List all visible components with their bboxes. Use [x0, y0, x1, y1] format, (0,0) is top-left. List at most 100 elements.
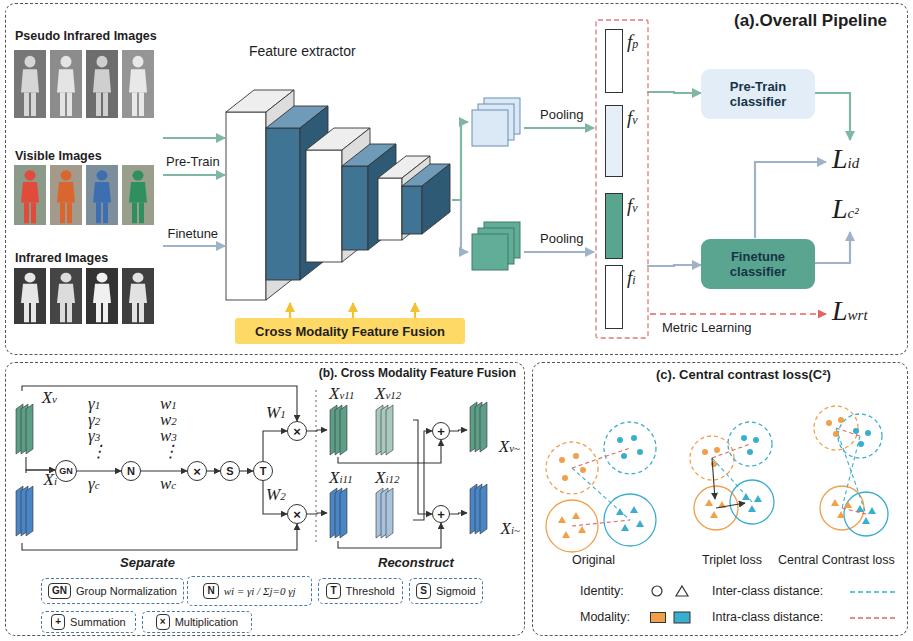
person-figure — [129, 170, 147, 223]
node-text: S — [416, 583, 431, 599]
image-tile — [14, 165, 46, 225]
image-tile — [122, 165, 154, 225]
person-figure — [129, 56, 147, 116]
image-group: Visible Images — [13, 147, 163, 229]
node-text: Feature extractor — [249, 43, 356, 59]
operator-circle: × — [287, 421, 307, 441]
sample-dot — [853, 428, 859, 434]
feature-stack-node: Xv~ — [467, 393, 521, 459]
sample-dot — [562, 475, 568, 481]
node-text: (b). Cross Modality Feature Fusion — [319, 366, 516, 380]
sample-dot — [747, 449, 753, 455]
pull-arrow — [716, 503, 745, 508]
legend-item: Identity: — [580, 584, 646, 598]
sample-dot — [573, 453, 579, 459]
feature-vector-bar — [605, 193, 623, 259]
feature-vector: fv — [603, 105, 647, 177]
node-text: Summation — [70, 616, 126, 628]
connector — [207, 470, 220, 471]
feature-vector: fp — [603, 29, 647, 93]
node-text: fi — [627, 267, 636, 289]
text-label: W1 — [266, 406, 286, 421]
node-text: GN — [48, 583, 71, 599]
feature-map — [472, 110, 508, 146]
connector — [338, 523, 441, 548]
legend-item: Inter-class distance: — [712, 584, 823, 598]
text-label: Lwrt — [832, 296, 868, 330]
feature-stack — [16, 486, 33, 536]
distance-line — [836, 428, 866, 514]
person-figure — [21, 56, 39, 116]
edge-label: Pre-Train — [164, 154, 222, 169]
feature-vector: fi — [603, 265, 647, 329]
symbol-key: T Threshold — [318, 578, 403, 604]
sample-dot — [702, 449, 708, 455]
image-tile — [50, 165, 82, 225]
node-text: + — [437, 425, 445, 438]
node-text: Visible Images — [15, 149, 102, 163]
text-label: γ2 — [88, 413, 100, 428]
legend-text: Modality: — [580, 610, 646, 624]
node-text: fp — [627, 31, 638, 53]
metric-arrow — [650, 313, 826, 315]
image-tile — [14, 268, 46, 324]
image-tile — [86, 165, 118, 225]
feature-stack-node: Xi11 — [327, 471, 367, 541]
sample-triangle — [748, 505, 756, 512]
sample-triangle — [754, 495, 762, 502]
image-tile — [122, 268, 154, 324]
connector — [26, 457, 55, 470]
sample-triangle — [856, 505, 864, 512]
text-label: Metric Learning — [662, 320, 752, 335]
divider — [316, 390, 317, 545]
text-label: Triplet loss — [702, 553, 762, 567]
operator-circle: + — [432, 505, 450, 523]
legend-item: Intra-class distance: — [712, 610, 823, 624]
text-label: Reconstruct — [378, 555, 454, 570]
node-text: T — [260, 466, 267, 477]
feature-stack — [330, 488, 347, 538]
text-label: Lid — [832, 144, 859, 178]
node-text: Xi11 — [329, 471, 353, 486]
text-label: w3 — [160, 429, 177, 444]
layer-front — [402, 186, 422, 234]
node-text: × — [293, 425, 301, 438]
node-text: fv — [627, 107, 638, 129]
pull-arrow — [712, 458, 715, 499]
connector — [413, 420, 432, 514]
sample-triangle — [578, 526, 586, 533]
feature-stack — [470, 402, 487, 452]
node-text: Threshold — [346, 585, 395, 597]
sample-triangle — [705, 499, 713, 506]
legend-text: Intra-class distance: — [712, 610, 823, 624]
operator-circle: + — [432, 422, 450, 440]
node-text: T — [326, 583, 340, 599]
connector — [240, 470, 253, 471]
person-figure — [129, 273, 147, 322]
node-text: × — [293, 508, 301, 521]
connector — [338, 440, 441, 463]
layer-front — [306, 150, 342, 262]
pooling-arrow — [524, 251, 594, 253]
feature-stack-node: Xi — [15, 473, 59, 543]
node-text: Xv12 — [375, 387, 401, 402]
connector — [352, 303, 354, 318]
feature-vector-bar — [605, 105, 623, 177]
legend-text: Inter-class distance: — [712, 584, 823, 598]
sample-triangle — [862, 517, 870, 524]
connector — [289, 303, 291, 318]
connector — [141, 470, 187, 471]
layer-front — [342, 166, 368, 250]
legend-swatch — [650, 612, 666, 623]
node-text: Xv11 — [329, 387, 354, 402]
operator-circle: T — [253, 461, 273, 481]
connector — [22, 524, 297, 550]
text-label: γ3 — [88, 429, 100, 444]
image-group: Pseudo Infrared Images — [13, 27, 163, 145]
person-figure — [57, 273, 75, 322]
feature-stack-node: Xi12 — [373, 471, 413, 541]
operator-circle: N — [121, 461, 141, 481]
node-text: + — [437, 508, 445, 521]
feature-stack — [376, 488, 393, 538]
feature-vector: fv — [603, 193, 647, 259]
